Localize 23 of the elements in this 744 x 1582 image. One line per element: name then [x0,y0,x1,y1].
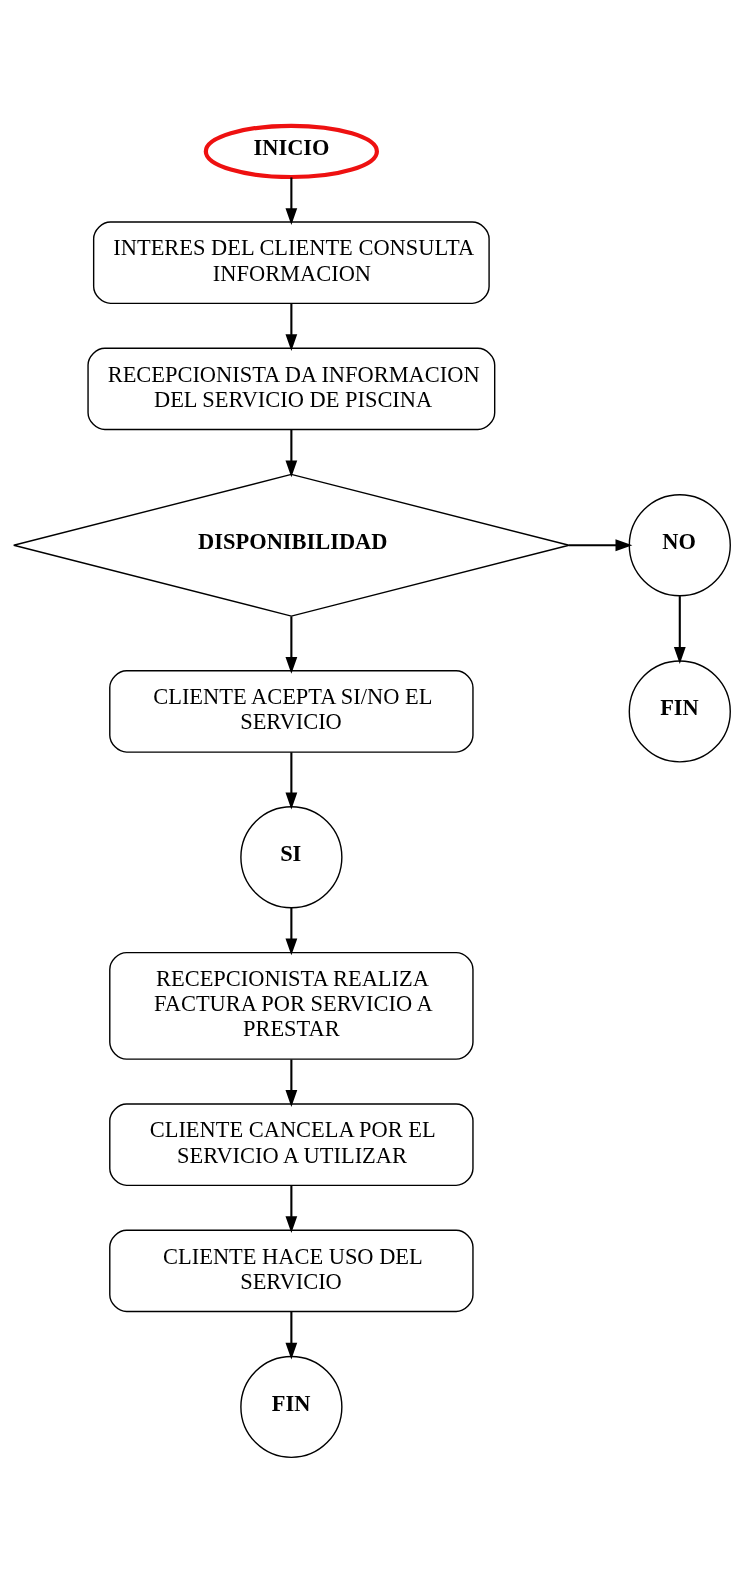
arrow [285,1059,298,1107]
node-diamond: DISPONIBILIDAD [13,473,570,617]
node-box: RECEPCIONISTA REALIZA FACTURA POR SERVICIO A PRESTAR [109,951,474,1060]
arrow [285,1185,298,1233]
arrow [285,429,298,477]
arrow [673,595,686,664]
node-circle: NO [628,493,731,596]
arrow [285,176,298,225]
node-box: RECEPCIONISTA DA INFORMACION DEL SERVICIO DE PISCINA [87,347,496,430]
node-box: CLIENTE ACEPTA SI/NO EL SERVICIO [109,669,474,753]
node-box: CLIENTE CANCELA POR EL SERVICIO A UTILIZAR [109,1102,474,1186]
node-ellipse: INICIO [203,123,379,179]
arrow [285,615,298,674]
arrow [285,1311,298,1360]
node-circle: FIN [240,1355,343,1458]
arrow [285,303,298,351]
node-circle: FIN [628,659,731,763]
node-box: INTERES DEL CLIENTE CONSULTA INFORMACION [92,220,490,304]
arrow [569,538,633,551]
node-circle: SI [240,805,343,908]
arrow [285,751,298,809]
arrow [285,907,298,955]
node-box: CLIENTE HACE USO DEL SERVICIO [109,1229,474,1312]
